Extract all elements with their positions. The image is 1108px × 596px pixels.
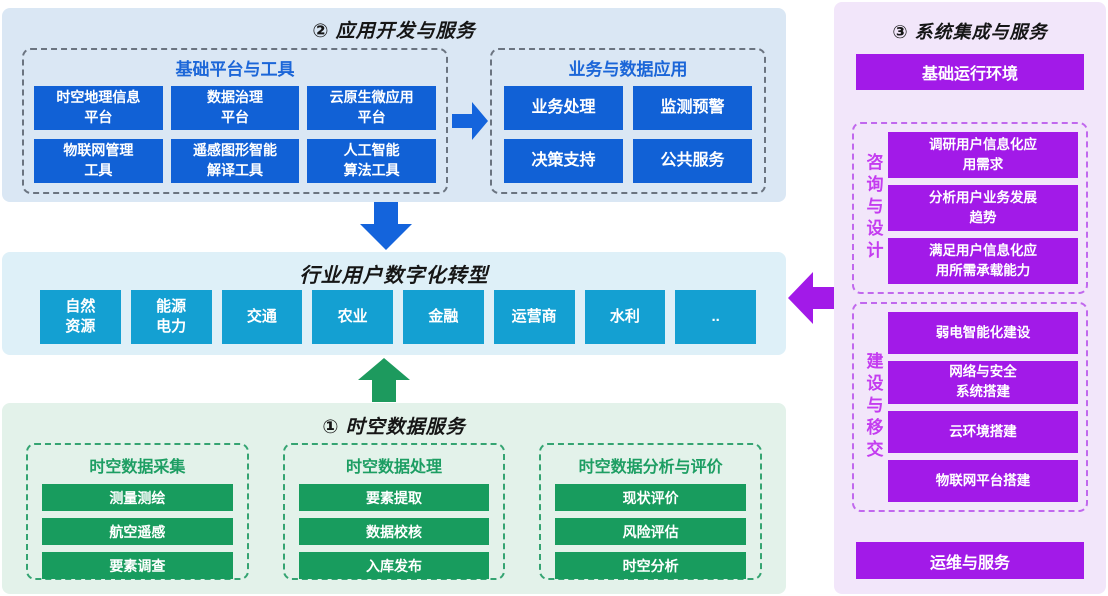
section-data-services: ① 时空数据服务 时空数据采集 测量测绘 航空遥感 要素调查 时空数据处理 要素… [2,403,786,594]
platform-tool-item: 数据治理 平台 [170,86,300,130]
transformation-title: 行业用户数字化转型 [299,265,489,287]
column-title: 时空数据采集 [89,459,186,476]
integration-item: 弱电智能化建设 [888,312,1078,355]
integration-item: 网络与安全 系统搭建 [888,361,1078,404]
arrow-left-icon [788,272,838,324]
section-integration: ③ 系统集成与服务 基础运行环境 咨询与设计 调研用户信息化应 用需求 分析用户… [834,2,1106,594]
biz-app-item: 业务处理 [504,86,623,130]
industry-box-ellipsis: .. [675,290,756,344]
column-title: 时空数据分析与评价 [578,459,723,476]
runtime-environment-box: 基础运行环境 [856,54,1084,90]
data-service-item: 入库发布 [298,552,490,579]
biz-app-item: 监测预警 [633,86,752,130]
data-service-item: 测量测绘 [42,484,233,511]
industry-box: 能源 电力 [130,290,212,344]
platform-tool-item: 遥感图形智能 解译工具 [170,139,300,183]
construction-handover-label: 建设与移交 [863,352,883,462]
operations-services-box: 运维与服务 [856,542,1084,579]
integration-title: ③ 系统集成与服务 [892,22,1048,42]
industry-box: 运营商 [493,290,575,344]
platform-tools-title: 基础平台与工具 [175,60,295,79]
construction-handover-group: 建设与移交 弱电智能化建设 网络与安全 系统搭建 云环境搭建 物联网平台搭建 [852,302,1088,512]
integration-item: 云环境搭建 [888,410,1078,453]
industry-box: 农业 [312,290,393,344]
data-service-item: 航空遥感 [42,518,233,545]
biz-app-item: 决策支持 [504,139,623,183]
industry-box: 金融 [403,290,484,344]
section-transformation: 行业用户数字化转型 自然 资源 能源 电力 交通 农业 金融 运营商 水利 .. [2,252,786,355]
industry-box: 自然 资源 [40,290,121,344]
data-service-item: 要素调查 [42,552,233,579]
data-service-item: 时空分析 [555,552,747,579]
arrow-up-icon [358,358,410,402]
biz-apps-grid: 业务处理 监测预警 决策支持 公共服务 [504,86,752,183]
data-service-item: 要素提取 [298,484,490,511]
consulting-design-group: 咨询与设计 调研用户信息化应 用需求 分析用户业务发展 趋势 满足用户信息化应 … [852,122,1088,294]
platform-tool-item: 人工智能 算法工具 [307,139,436,183]
industry-row: 自然 资源 能源 电力 交通 农业 金融 运营商 水利 .. [40,290,756,344]
consulting-design-items: 调研用户信息化应 用需求 分析用户业务发展 趋势 满足用户信息化应 用所需承载能… [888,132,1078,284]
data-services-title: ① 时空数据服务 [322,417,466,438]
integration-item: 调研用户信息化应 用需求 [888,132,1078,178]
arrow-right-icon [452,102,488,140]
construction-handover-items: 弱电智能化建设 网络与安全 系统搭建 云环境搭建 物联网平台搭建 [888,312,1078,502]
integration-item: 分析用户业务发展 趋势 [888,185,1078,231]
platform-tools-grid: 时空地理信息 平台 数据治理 平台 云原生微应用 平台 物联网管理 工具 遥感图… [34,86,436,183]
data-processing-column: 时空数据处理 要素提取 数据校核 入库发布 [282,443,506,580]
integration-item: 满足用户信息化应 用所需承载能力 [888,238,1078,284]
data-analysis-column: 时空数据分析与评价 现状评价 风险评估 时空分析 [539,443,763,580]
biz-apps-box: 业务与数据应用 业务处理 监测预警 决策支持 公共服务 [490,48,766,194]
industry-box: 水利 [584,290,666,344]
platform-tools-box: 基础平台与工具 时空地理信息 平台 数据治理 平台 云原生微应用 平台 物联网管… [22,48,448,194]
data-collection-column: 时空数据采集 测量测绘 航空遥感 要素调查 [26,443,249,580]
data-service-item: 现状评价 [555,484,747,511]
data-services-columns: 时空数据采集 测量测绘 航空遥感 要素调查 时空数据处理 要素提取 数据校核 入… [26,443,763,580]
platform-tool-item: 云原生微应用 平台 [307,86,436,130]
industry-box: 交通 [221,290,303,344]
integration-item: 物联网平台搭建 [888,459,1078,502]
platform-tool-item: 时空地理信息 平台 [34,86,163,130]
platform-tool-item: 物联网管理 工具 [34,139,163,183]
consulting-design-label: 咨询与设计 [863,153,883,263]
arrow-down-icon [360,202,412,250]
biz-app-item: 公共服务 [633,139,752,183]
section-app-dev: ② 应用开发与服务 基础平台与工具 时空地理信息 平台 数据治理 平台 云原生微… [2,8,786,202]
data-service-item: 数据校核 [298,518,490,545]
column-title: 时空数据处理 [346,459,443,476]
biz-apps-title: 业务与数据应用 [568,60,688,79]
app-dev-title: ② 应用开发与服务 [312,21,476,42]
data-service-item: 风险评估 [555,518,747,545]
